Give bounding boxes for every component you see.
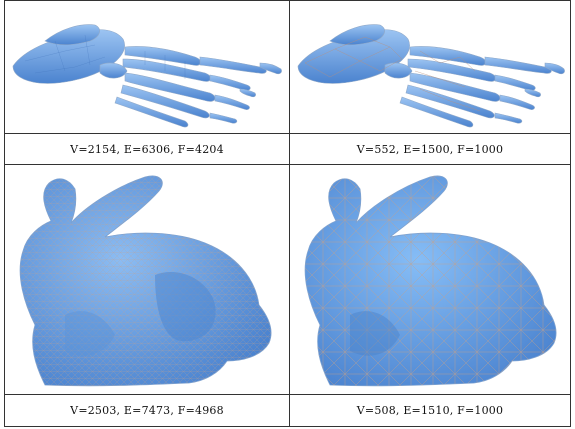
bunny-full-caption: V=2503, E=7473, F=4968 xyxy=(70,403,224,417)
bunny-mesh-simplified-image xyxy=(290,165,570,394)
foot-mesh-simplified-image xyxy=(290,1,570,133)
column-divider xyxy=(289,1,290,426)
row-divider xyxy=(5,133,570,134)
row-divider xyxy=(5,394,570,395)
foot-full-caption: V=2154, E=6306, F=4204 xyxy=(70,142,224,156)
bunny-mesh-full-image xyxy=(5,165,289,394)
figure-table: V=2154, E=6306, F=4204 V=552, E=1500, F=… xyxy=(4,0,571,427)
row-divider xyxy=(5,164,570,165)
bunny-simplified-caption: V=508, E=1510, F=1000 xyxy=(356,403,504,417)
foot-mesh-full-image xyxy=(5,1,289,133)
foot-simplified-caption: V=552, E=1500, F=1000 xyxy=(356,142,504,156)
